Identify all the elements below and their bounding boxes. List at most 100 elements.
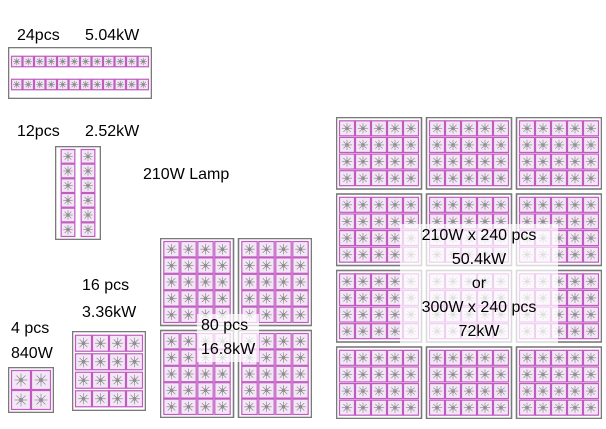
lamp-cell — [492, 196, 510, 213]
lamp-cell — [444, 366, 462, 383]
lamp-cell — [386, 382, 404, 400]
lamp-cell — [180, 332, 197, 350]
lamp-cell — [518, 382, 536, 400]
lamp-cell — [197, 365, 214, 383]
lamp-cell — [197, 290, 214, 307]
lamp-cell — [444, 399, 462, 416]
lamp-cell — [444, 382, 462, 400]
lamp-cell — [354, 399, 372, 416]
lamp-cell — [492, 382, 510, 400]
lamp-cell — [476, 349, 494, 366]
lamp-cell — [338, 273, 356, 290]
lamp-cell — [338, 349, 356, 366]
lamp-cell — [370, 213, 388, 230]
lamp-cell — [386, 153, 404, 170]
lamp-cell — [402, 196, 420, 213]
lamp-cell — [370, 289, 388, 307]
lamp-cell — [258, 306, 275, 324]
lamp-cell — [354, 136, 372, 154]
lamp-cell — [214, 398, 231, 416]
lamp-cell — [566, 366, 584, 383]
lamp-cell — [370, 120, 388, 137]
lamp-cell — [354, 120, 372, 137]
lamp-cell — [137, 78, 150, 91]
lamp-cell — [582, 323, 600, 340]
lamp-cell — [460, 196, 478, 213]
lamp-cell — [102, 55, 115, 68]
lamp-cell — [370, 196, 388, 213]
lamp-cell — [460, 120, 478, 137]
lamp-cell — [275, 290, 292, 307]
lamp-cell — [338, 136, 356, 154]
lamp-cell — [80, 192, 96, 208]
lamp-cell — [108, 390, 127, 408]
lamp-cell — [74, 371, 93, 389]
lamp-cell — [241, 240, 258, 258]
lamp-cell — [370, 382, 388, 400]
array-12-lamps — [55, 146, 101, 240]
lamp-cell — [386, 273, 404, 290]
lamp-cell — [444, 120, 462, 137]
lamp-cell — [386, 349, 404, 366]
lamp-cell — [60, 222, 76, 238]
lamp-cell — [292, 365, 309, 383]
lamp-cell — [550, 153, 568, 170]
lamp-cell — [402, 136, 420, 154]
lamp-cell — [292, 332, 309, 350]
lamp-cell — [566, 349, 584, 366]
lamp-cell — [444, 349, 462, 366]
lamp-cell — [214, 365, 231, 383]
lamp-cell — [534, 349, 552, 366]
lamp-cell — [428, 136, 446, 154]
lamp-cell — [550, 366, 568, 383]
lamp-cell — [354, 246, 372, 263]
label-24pcs-power: 5.04kW — [85, 27, 140, 44]
lamp-cell — [180, 382, 197, 399]
lamp-cell — [566, 306, 584, 323]
lamp-cell — [566, 382, 584, 400]
lamp-cell — [10, 369, 32, 391]
lamp-cell — [476, 196, 494, 213]
lamp-cell — [428, 382, 446, 400]
lamp-cell — [180, 398, 197, 416]
lamp-cell — [582, 399, 600, 416]
lamp-cell — [534, 366, 552, 383]
lamp-cell — [338, 120, 356, 137]
lamp-cell — [582, 273, 600, 290]
lamp-cell — [258, 349, 275, 366]
lamp-cell — [534, 153, 552, 170]
lamp-cell — [582, 366, 600, 383]
lamp-cell — [582, 120, 600, 137]
lamp-cell — [370, 153, 388, 170]
lamp-cell — [386, 120, 404, 137]
lamp-cell — [354, 289, 372, 307]
lamp-cell — [402, 366, 420, 383]
label-240pcs-line4: 300W x 240 pcs — [421, 299, 537, 316]
label-240pcs: 210W x 240 pcs 50.4kW or 300W x 240 pcs … — [400, 224, 558, 344]
label-16pcs-count: 16 pcs — [82, 277, 130, 294]
lamp-cell — [275, 398, 292, 416]
lamp-cell — [370, 229, 388, 247]
lamp-cell — [163, 290, 180, 307]
lamp-cell — [354, 273, 372, 290]
lamp-cell — [180, 257, 197, 274]
lamp-cell — [163, 349, 180, 366]
lamp-cell — [518, 153, 536, 170]
array-24-lamps — [8, 47, 152, 99]
lamp-cell — [354, 366, 372, 383]
lamp-cell — [91, 55, 104, 68]
lamp-cell — [108, 334, 127, 352]
lamp-cell — [386, 196, 404, 213]
lamp-cell — [33, 55, 46, 68]
lamp-cell — [180, 290, 197, 307]
lamp-cell — [258, 332, 275, 350]
lamp-cell — [534, 120, 552, 137]
lamp-cell — [91, 371, 110, 389]
lamp-cell — [582, 136, 600, 154]
lamp-cell — [338, 366, 356, 383]
lamp-cell — [45, 78, 58, 91]
lamp-cell — [582, 289, 600, 307]
lamp-cell — [258, 382, 275, 399]
lamp-cell — [163, 257, 180, 274]
lamp-cell — [402, 399, 420, 416]
